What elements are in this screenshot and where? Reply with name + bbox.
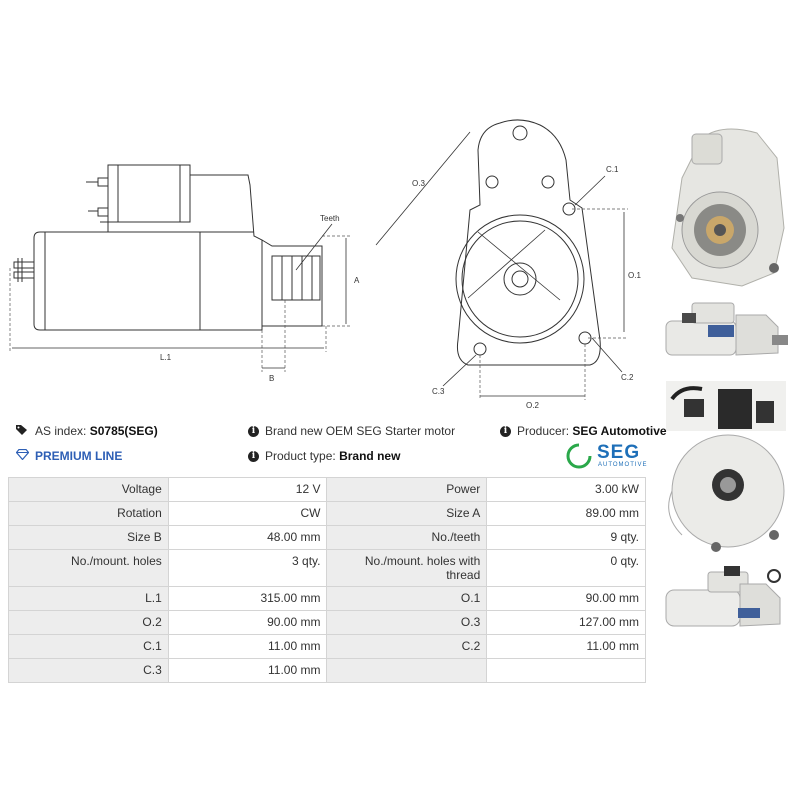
spec-label: O.2 [8, 610, 169, 635]
tag-icon [16, 424, 29, 438]
product-type: i Product type: Brand new [248, 449, 400, 463]
spec-label: No./mount. holes with thread [326, 549, 488, 587]
spec-label: No./teeth [326, 525, 488, 550]
product-type-value: Brand new [339, 449, 401, 463]
spec-value: 3 qty. [167, 549, 328, 587]
spec-label: Size B [8, 525, 169, 550]
seg-logo-subtext: AUTOMOTIVE [598, 462, 648, 468]
seg-logo-text: SEG [597, 442, 641, 463]
spec-value: 127.00 mm [486, 610, 646, 635]
spec-value: 3.00 kW [486, 477, 646, 502]
spec-value: 0 qty. [486, 549, 646, 587]
spec-label: C.1 [8, 634, 169, 659]
spec-value: 11.00 mm [167, 658, 328, 683]
label-b: B [269, 374, 274, 383]
product-photo-front [671, 128, 785, 287]
label-o1: O.1 [628, 271, 641, 280]
side-view-drawing: Teeth A L.1 B [9, 164, 360, 383]
spec-label: No./mount. holes [8, 549, 169, 587]
premium-line: PREMIUM LINE [15, 448, 123, 463]
label-c1: C.1 [606, 165, 619, 174]
spec-value: 12 V [167, 477, 328, 502]
product-photo-side-top [665, 302, 788, 356]
spec-label: C.3 [8, 658, 169, 683]
product-photo-side-bottom [665, 566, 781, 627]
product-description: i Brand new OEM SEG Starter motor [248, 424, 455, 438]
producer-value: SEG Automotive [572, 424, 667, 438]
spec-value: CW [167, 501, 328, 526]
as-index-label: AS index: [35, 424, 87, 438]
spec-value: 90.00 mm [486, 586, 646, 611]
label-o3: O.3 [412, 179, 425, 188]
spec-label: Rotation [8, 501, 169, 526]
spec-value: 89.00 mm [486, 501, 646, 526]
spec-label: O.1 [326, 586, 488, 611]
label-o2: O.2 [526, 401, 539, 410]
as-index: AS index: S0785(SEG) [16, 424, 158, 438]
producer: i Producer: SEG Automotive [500, 424, 667, 438]
seg-logo: SEG AUTOMOTIVE [566, 442, 650, 470]
spec-label: L.1 [8, 586, 169, 611]
as-index-value: S0785(SEG) [89, 424, 158, 438]
label-l1: L.1 [160, 353, 172, 362]
label-c2: C.2 [621, 373, 634, 382]
product-photo-rear [666, 381, 786, 552]
premium-line-text: PREMIUM LINE [35, 449, 123, 463]
product-type-label: Product type: [265, 449, 336, 463]
spec-value [486, 658, 646, 683]
spec-label [326, 658, 488, 683]
info-icon: i [500, 425, 511, 437]
spec-label: C.2 [326, 634, 488, 659]
front-view-drawing: O.3 C.1 O.1 C.3 O.2 C.2 [375, 119, 641, 410]
spec-value: 90.00 mm [167, 610, 328, 635]
spec-value: 11.00 mm [486, 634, 646, 659]
description-text: Brand new OEM SEG Starter motor [265, 424, 456, 438]
info-icon: i [248, 450, 259, 462]
spec-value: 11.00 mm [167, 634, 328, 659]
label-teeth: Teeth [320, 214, 340, 223]
info-icon: i [248, 425, 259, 437]
spec-label: Voltage [8, 477, 169, 502]
spec-value: 315.00 mm [167, 586, 328, 611]
label-c3: C.3 [432, 387, 445, 396]
spec-value: 48.00 mm [167, 525, 328, 550]
producer-label: Producer: [517, 424, 570, 438]
spec-value: 9 qty. [486, 525, 646, 550]
label-a: A [354, 276, 360, 285]
diamond-icon [15, 448, 30, 463]
spec-label: O.3 [326, 610, 488, 635]
spec-label: Power [326, 477, 488, 502]
spec-label: Size A [326, 501, 488, 526]
